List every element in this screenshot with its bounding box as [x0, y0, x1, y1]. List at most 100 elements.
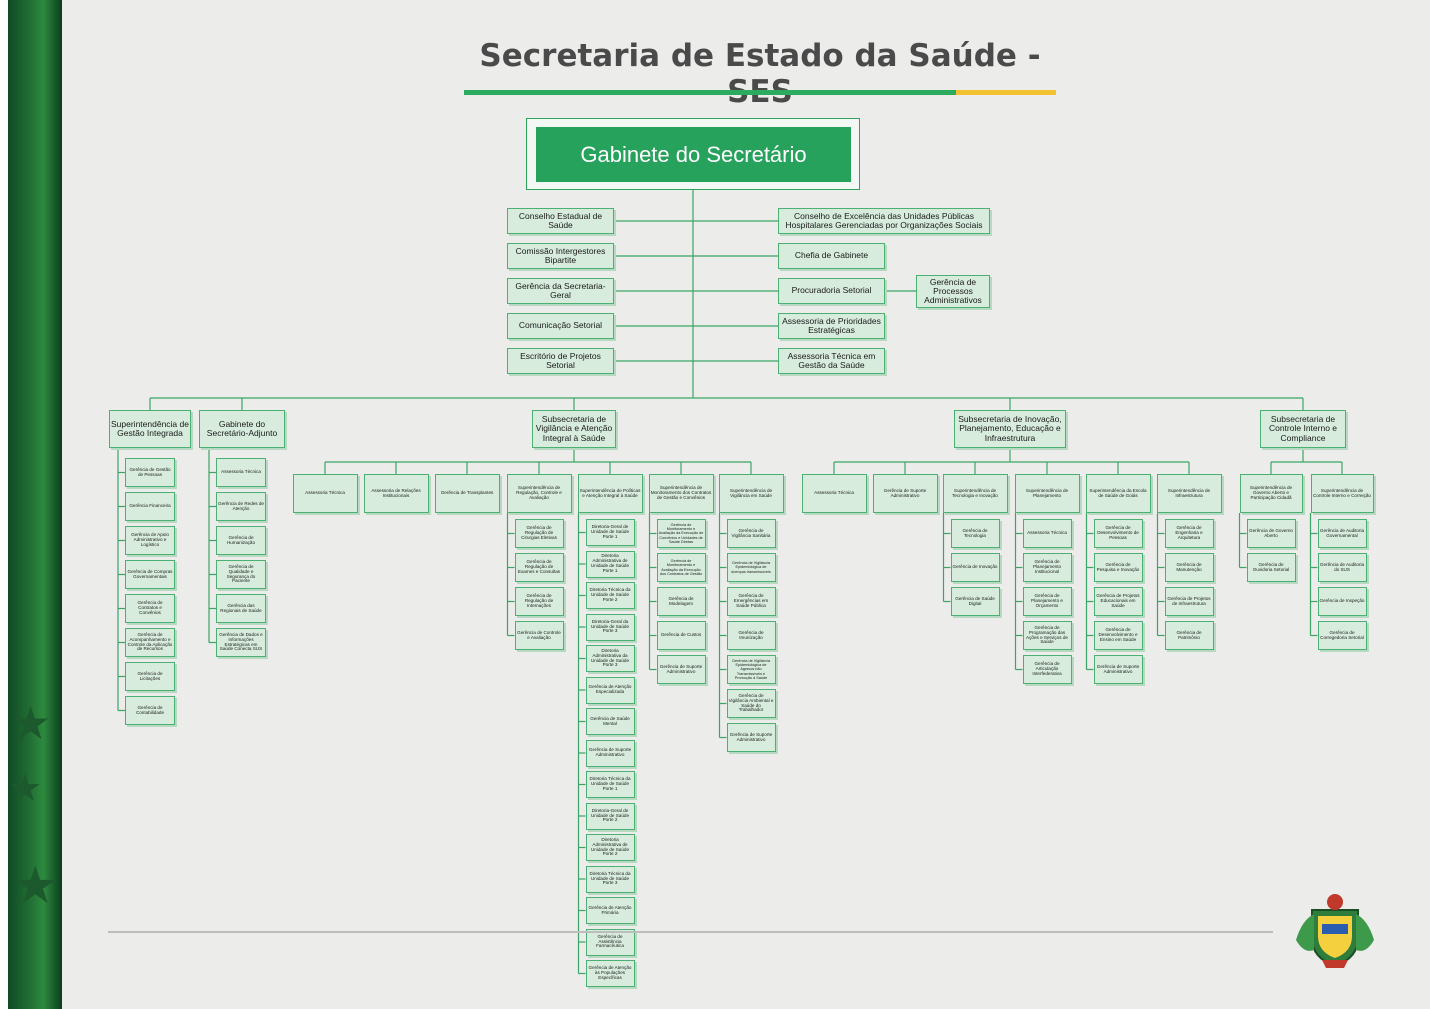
dept-diretoria-geral-de-unidade-de-saude-port: Diretoria-Geral de Unidade de Saúde Port…	[585, 519, 635, 546]
dept-gerencia-de-regulacao-de-internacoes: Gerência de Regulação de Internações	[514, 587, 564, 616]
dept-gerencia-de-acompanhamento-e-controle-da: Gerência de Acompanhamento e Controle da…	[125, 628, 175, 657]
dept-gerencia-de-auditoria-governamental: Gerência de Auditoria Governamental	[1317, 519, 1367, 548]
dept-gerencia-de-controle-e-avaliacao: Gerência de Controle e Avaliação	[514, 621, 564, 650]
sub-unit-assessoria-tecnica: Assessoria Técnica	[801, 474, 867, 513]
dept-gerencia-de-regulacao-de-exames-e-consul: Gerência de Regulação de Exames e Consul…	[514, 553, 564, 582]
staff-comissao-intergestores-bipartite: Comissão Intergestores Bipartite	[507, 243, 614, 269]
dept-gerencia-de-projetos-de-infraestrutura: Gerência de Projetos de Infraestrutura	[1164, 587, 1214, 616]
staff-escritorio-de-projetos-setorial: Escritório de Projetos Setorial	[507, 348, 614, 374]
staff-assessoria-de-prioridades-estrategicas: Assessoria de Prioridades Estratégicas	[778, 313, 885, 339]
dept-diretoria-geral-de-unidade-de-saude-port: Diretoria-Geral de Unidade de Saúde Port…	[585, 802, 635, 830]
dept-gerencia-de-tecnologia: Gerência de Tecnologia	[950, 519, 1000, 548]
dept-gerencia-de-regulacao-de-cirurgias-eleti: Gerência de Regulação de Cirurgias Eleti…	[514, 519, 564, 548]
dept-gerencia-de-patrimonio: Gerência de Patrimônio	[1164, 621, 1214, 650]
page-margin	[0, 0, 8, 1009]
sub-unit-superintendencia-de-governo-aberto-e-par: Superintendência de Governo Aberto e Par…	[1239, 474, 1303, 513]
dept-assessoria-tecnica: Assessoria Técnica	[216, 458, 266, 487]
dept-gerencia-de-compras-governamentais: Gerência de Compras Governamentais	[125, 560, 175, 589]
star-icon: ★	[12, 857, 59, 915]
sub-unit-superintendencia-de-vigilancia-em-saude: Superintendência de Vigilância em Saúde	[718, 474, 784, 513]
dept-assessoria-tecnica: Assessoria Técnica	[1022, 519, 1072, 548]
dept-gerencia-de-modelagem: Gerência de Modelagem	[656, 587, 706, 616]
top-unit-gabinete-do-secretario-adjunto: Gabinete do Secretário-Adjunto	[199, 410, 285, 448]
dept-diretoria-administrativa-de-unidade-de-s: Diretoria Administrativa de Unidade de S…	[585, 834, 635, 861]
dept-gerencia-de-vigilancia-epidemiologica-de: Gerência de Vigilância Epidemiológica de…	[726, 655, 776, 684]
sub-unit-superintendencia-de-planejamento: Superintendência de Planejamento	[1014, 474, 1080, 513]
dept-gerencia-de-assistencia-farmaceutica: Gerência de Assistência Farmacêutica	[585, 928, 635, 956]
staff-gerencia-da-secretaria-geral: Gerência da Secretaria-Geral	[507, 278, 614, 304]
star-icon: ★	[8, 768, 43, 810]
dept-gerencia-de-humanizacao: Gerência de Humanização	[216, 526, 266, 555]
dept-gerencia-de-engenharia-e-arquitetura: Gerência de Engenharia e Arquitetura	[1164, 519, 1214, 548]
dept-gerencia-de-suporte-administrativo: Gerência de Suporte Administrativo	[656, 655, 706, 684]
dept-gerencia-de-suporte-administrativo: Gerência de Suporte Administrativo	[1093, 655, 1143, 684]
sub-unit-gerencia-de-transplantes: Gerência de Transplantes	[434, 474, 500, 513]
dept-diretoria-tecnica-da-unidade-de-saude-po: Diretoria Técnica da Unidade de Saúde Po…	[585, 771, 635, 798]
title-underline-yellow	[956, 90, 1056, 95]
dept-gerencia-de-vigilancia-sanitaria: Gerência de Vigilância Sanitária	[726, 519, 776, 548]
dept-gerencia-de-licitacoes: Gerência de Licitações	[125, 662, 175, 691]
staff-chefia-de-gabinete: Chefia de Gabinete	[778, 243, 885, 269]
dept-gerencia-de-monitoramento-e-avaliacao-da: Gerência de Monitoramento e Avaliação da…	[656, 519, 706, 548]
staff-comunicacao-setorial: Comunicação Setorial	[507, 313, 614, 339]
dept-gerencia-de-custos: Gerência de Custos	[656, 621, 706, 650]
dept-gerencia-de-auditoria-do-sus: Gerência de Auditoria do SUS	[1317, 553, 1367, 582]
dept-diretoria-tecnica-da-unidade-de-saude-po: Diretoria Técnica da Unidade de Saúde Po…	[585, 865, 635, 893]
staff-gerencia-de-processos-administrativos: Gerência de Processos Administrativos	[916, 275, 990, 308]
sub-unit-superintendencia-de-tecnologia-e-inovaca: Superintendência de Tecnologia e Inovaçã…	[942, 474, 1008, 513]
dept-gerencia-de-contratos-e-convenios: Gerência de Contratos e Convênios	[125, 594, 175, 623]
dept-gerencia-de-dados-e-informacoes-estrateg: Gerência de Dados e Informações Estratég…	[216, 628, 266, 657]
dept-gerencia-de-imunizacao: Gerência de Imunização	[726, 621, 776, 650]
dept-gerencia-de-monitoramento-e-avaliacao-da: Gerência de Monitoramento e Avaliação da…	[656, 553, 706, 582]
dept-gerencia-de-desenvolvimento-de-pessoas: Gerência de Desenvolvimento de Pessoas	[1093, 519, 1143, 548]
dept-gerencia-de-articulacao-interfederativa: Gerência de Articulação Interfederativa	[1022, 655, 1072, 684]
dept-gerencia-de-vigilancia-epidemiologica-de: Gerência de Vigilância Epidemiológica de…	[726, 553, 776, 582]
sub-unit-superintendencia-de-politicas-e-atencao-: Superintendência de Políticas e Atenção …	[577, 474, 643, 513]
sub-unit-assessoria-tecnica: Assessoria Técnica	[292, 474, 358, 513]
staff-conselho-estadual-de-saude: Conselho Estadual de Saúde	[507, 208, 614, 234]
star-icon: ★	[10, 697, 52, 749]
dept-diretoria-administrativa-da-unidade-de-s: Diretoria Administrativa da Unidade de S…	[585, 645, 635, 672]
staff-conselho-de-excelencia-das-unidades-publ: Conselho de Excelência das Unidades Públ…	[778, 208, 990, 234]
dept-diretoria-geral-da-unidade-de-saude-port: Diretoria-Geral da Unidade de Saúde Port…	[585, 613, 635, 641]
dept-gerencia-de-contabilidade: Gerência de Contabilidade	[125, 696, 175, 725]
staff-procuradoria-setorial: Procuradoria Setorial	[778, 278, 885, 304]
dept-diretoria-administrativa-de-unidade-de-s: Diretoria Administrativa de Unidade de S…	[585, 550, 635, 578]
dept-gerencia-das-regionais-de-saude: Gerência das Regionais de Saúde	[216, 594, 266, 623]
sub-unit-gerencia-de-suporte-administrativo: Gerência de Suporte Administrativo	[872, 474, 938, 513]
dept-gerencia-de-desenvolvimento-e-ensino-em-: Gerência de Desenvolvimento e Ensino em …	[1093, 621, 1143, 650]
dept-gerencia-de-emergencias-em-saude-publica: Gerência de Emergências em Saúde Pública	[726, 587, 776, 616]
dept-gerencia-de-governo-aberto: Gerência de Governo Aberto	[1246, 519, 1296, 548]
dept-gerencia-de-atencao-especializada: Gerência de Atenção Especializada	[585, 676, 635, 704]
top-unit-subsecretaria-de-controle-interno-e-comp: Subsecretaria de Controle Interno e Comp…	[1260, 410, 1346, 448]
dept-gerencia-de-manutencao: Gerência de Manutenção	[1164, 553, 1214, 582]
goias-coat-of-arms-logo	[1296, 894, 1374, 968]
dept-gerencia-de-programacao-das-acoes-e-serv: Gerência de Programação das Ações e Serv…	[1022, 621, 1072, 650]
dept-gerencia-de-saude-mental: Gerência de Saúde Mental	[585, 708, 635, 735]
dept-gerencia-de-saude-digital: Gerência de Saúde Digital	[950, 587, 1000, 616]
sub-unit-superintendencia-de-monitoramento-dos-co: Superintendência de Monitoramento dos Co…	[648, 474, 714, 513]
dept-gerencia-de-qualidade-e-seguranca-do-pac: Gerência de Qualidade e Segurança do Pac…	[216, 560, 266, 589]
sub-unit-superintendencia-de-controle-interno-e-c: Superintendência de Controle Interno e C…	[1310, 474, 1374, 513]
sub-unit-superintendencia-de-infraestrutura: Superintendência de Infraestrutura	[1156, 474, 1222, 513]
dept-gerencia-de-ouvidoria-setorial: Gerência de Ouvidoria Setorial	[1246, 553, 1296, 582]
sub-unit-superintendencia-da-escola-de-saude-de-g: Superintendência da Escola de Saúde de G…	[1085, 474, 1151, 513]
dept-gerencia-de-suporte-administrativo: Gerência de Suporte Administrativo	[585, 739, 635, 767]
staff-assessoria-tecnica-em-gestao-da-saude: Assessoria Técnica em Gestão da Saúde	[778, 348, 885, 374]
dept-diretoria-tecnica-da-unidade-de-saude-po: Diretoria Técnica da Unidade de Saúde Po…	[585, 582, 635, 609]
dept-gerencia-de-gestao-de-pessoas: Gerência de Gestão de Pessoas	[125, 458, 175, 487]
dept-gerencia-de-apoio-administrativo-e-logis: Gerência de Apoio Administrativo e Logís…	[125, 526, 175, 555]
dept-gerencia-financeira: Gerência Financeira	[125, 492, 175, 521]
top-unit-superintendencia-de-gestao-integrada: Superintendência de Gestão Integrada	[109, 410, 191, 448]
top-unit-subsecretaria-de-inovacao-planejamento-e: Subsecretaria de Inovação, Planejamento,…	[954, 410, 1066, 448]
dept-gerencia-de-inovacao: Gerência de Inovação	[950, 553, 1000, 582]
dept-gerencia-de-redes-de-atencao: Gerência de Redes de Atenção	[216, 492, 266, 521]
dept-gerencia-de-planejamento-institucional: Gerência de Planejamento Institucional	[1022, 553, 1072, 582]
dept-gerencia-de-inspecao: Gerência de Inspeção	[1317, 587, 1367, 616]
left-decorative-band	[0, 0, 62, 1009]
dept-gerencia-de-planejamento-e-orcamento: Gerência de Planejamento e Orçamento	[1022, 587, 1072, 616]
sub-unit-assessoria-de-relacoes-institucionais: Assessoria de Relações Institucionais	[363, 474, 429, 513]
sub-unit-superintendencia-de-regulacao-controle-e: Superintendência de Regulação, Controle …	[506, 474, 572, 513]
